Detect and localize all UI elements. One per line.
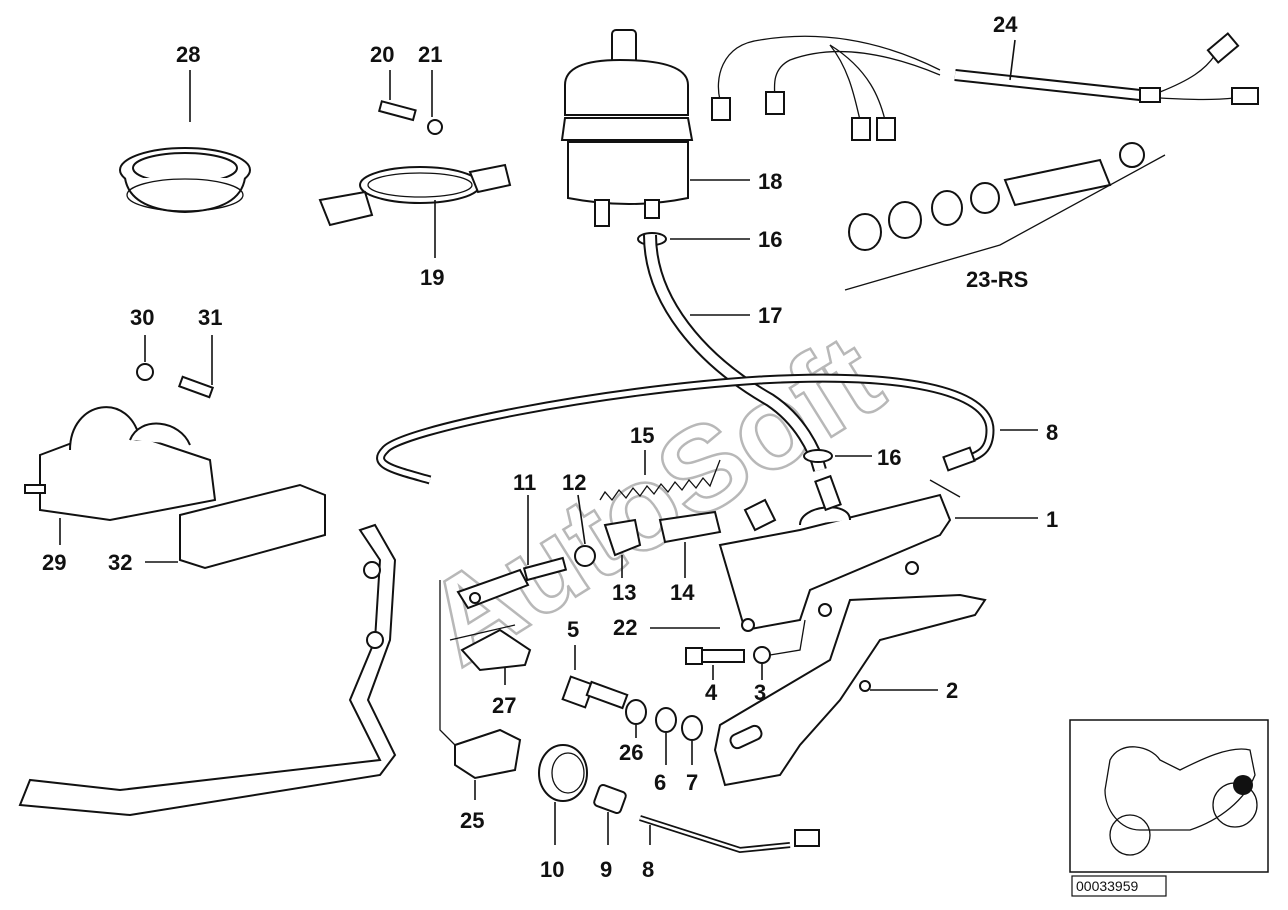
diagram-code: 00033959 xyxy=(1076,878,1139,894)
part-30-nut xyxy=(136,335,154,381)
label-26: 26 xyxy=(619,740,643,765)
part-9-bushing xyxy=(593,784,627,845)
label-28: 28 xyxy=(176,42,200,67)
label-11: 11 xyxy=(513,470,536,495)
label-21: 21 xyxy=(418,42,442,67)
label-9: 9 xyxy=(600,857,612,882)
label-7: 7 xyxy=(686,770,698,795)
part-19-clamp xyxy=(318,70,512,258)
label-24: 24 xyxy=(993,12,1018,37)
part-8-brake-line xyxy=(376,373,1038,485)
label-10: 10 xyxy=(540,857,564,882)
label-8a: 8 xyxy=(1046,420,1058,445)
part-26-washer xyxy=(625,699,647,738)
part-4-bolt xyxy=(685,647,745,680)
label-14: 14 xyxy=(670,580,695,605)
part-1-master-cylinder xyxy=(718,474,1038,632)
label-2: 2 xyxy=(946,678,958,703)
part-labels: 28 20 21 24 18 16 19 23-RS 17 30 31 8 15… xyxy=(42,12,1058,882)
inset-marker xyxy=(1233,775,1253,795)
part-28-boot-ring xyxy=(119,70,251,214)
part-14-clevis xyxy=(658,510,722,578)
part-5-bolt xyxy=(561,645,629,710)
label-13: 13 xyxy=(612,580,636,605)
label-1: 1 xyxy=(1046,507,1058,532)
part-27-clip xyxy=(449,624,532,685)
label-3: 3 xyxy=(754,680,766,705)
label-8b: 8 xyxy=(642,857,654,882)
part-2-bracket xyxy=(713,561,987,787)
part-25-bracket xyxy=(439,580,522,800)
part-31-screw xyxy=(177,335,215,399)
part-13-fork xyxy=(603,518,642,578)
part-32-pad xyxy=(145,483,326,570)
part-11-pushrod xyxy=(456,495,568,610)
part-29-pedal-bracket xyxy=(24,406,217,545)
label-31: 31 xyxy=(198,305,222,330)
label-12: 12 xyxy=(562,470,586,495)
label-4: 4 xyxy=(705,680,718,705)
part-24-wiring-harness xyxy=(711,32,1259,141)
label-23: 23-RS xyxy=(966,267,1028,292)
label-20: 20 xyxy=(370,42,394,67)
label-30: 30 xyxy=(130,305,154,330)
part-23-repair-kit xyxy=(844,142,1166,291)
inset-motorcycle: 00033959 xyxy=(1069,719,1269,897)
part-3-washer xyxy=(753,619,806,680)
part-6-washer xyxy=(655,707,677,765)
part-17-hose xyxy=(643,234,827,472)
label-25: 25 xyxy=(460,808,484,833)
part-12-nut xyxy=(574,494,596,567)
label-17: 17 xyxy=(758,303,782,328)
label-18: 18 xyxy=(758,169,782,194)
label-32: 32 xyxy=(108,550,132,575)
part-10-ring xyxy=(538,744,588,845)
pedal-arm xyxy=(18,523,397,817)
label-16b: 16 xyxy=(877,445,901,470)
part-18-reservoir xyxy=(560,29,750,227)
part-8-rod-lower xyxy=(639,815,820,854)
part-15-spring xyxy=(599,450,721,502)
label-5: 5 xyxy=(567,617,579,642)
label-22: 22 xyxy=(613,615,637,640)
label-15: 15 xyxy=(630,423,654,448)
part-7-washer xyxy=(681,715,703,765)
label-29: 29 xyxy=(42,550,66,575)
label-6: 6 xyxy=(654,770,666,795)
part-16-hose-clip-bottom xyxy=(803,449,872,463)
label-27: 27 xyxy=(492,693,516,718)
label-16a: 16 xyxy=(758,227,782,252)
label-19: 19 xyxy=(420,265,444,290)
